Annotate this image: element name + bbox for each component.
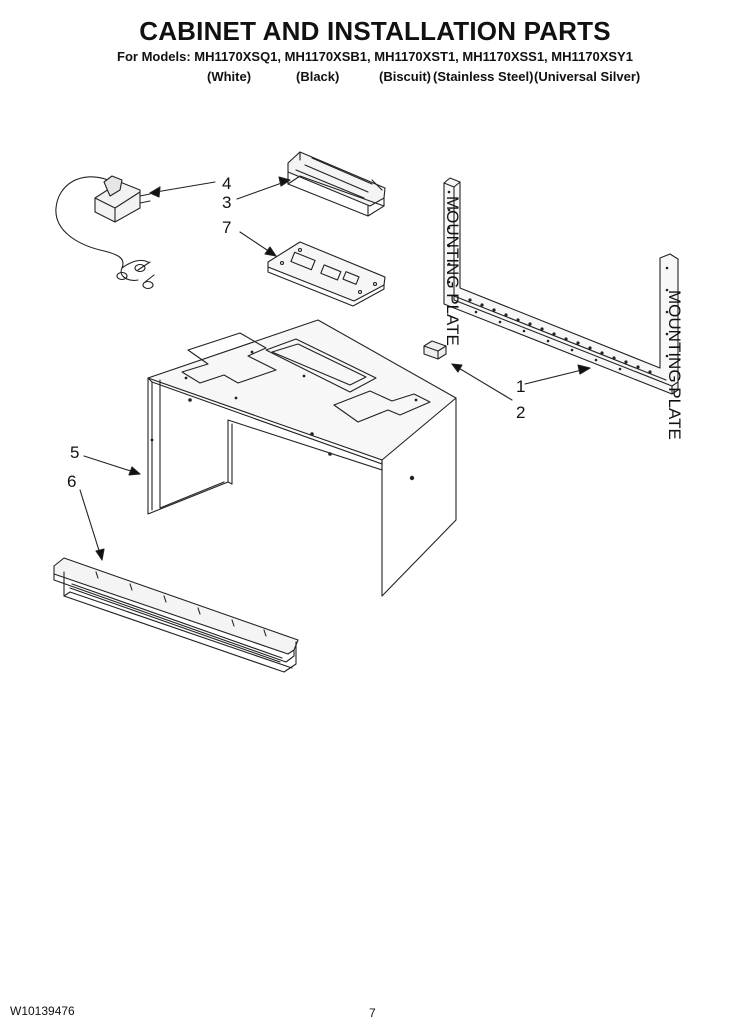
callout-1: 1 [516, 377, 525, 396]
models-line: For Models: MH1170XSQ1, MH1170XSB1, MH11… [117, 49, 633, 64]
vent-latch-part [287, 151, 386, 217]
color-stainless-steel: (Stainless Steel) [433, 69, 534, 84]
page-title: CABINET AND INSTALLATION PARTS [139, 16, 611, 46]
color-universal-silver: (Universal Silver) [534, 69, 641, 84]
callout-leaders [79, 176, 591, 561]
callout-3: 3 [222, 193, 231, 212]
callout-6: 6 [67, 472, 76, 491]
color-black: (Black) [296, 69, 340, 84]
grille-strip-part [53, 557, 299, 673]
color-biscuit: (Biscuit) [379, 69, 431, 84]
power-cord-part [55, 175, 155, 290]
document-number: W10139476 [10, 1004, 75, 1018]
page-number: 7 [369, 1006, 376, 1020]
callout-7: 7 [222, 218, 231, 237]
cabinet-part [147, 319, 457, 597]
color-white: (White) [207, 69, 252, 84]
mounting-plate-part [443, 177, 679, 395]
mounting-plate-label-2: MOUNTING PLATE [443, 196, 462, 346]
mounting-plate-label: MOUNTING PLATE [665, 290, 684, 440]
mounting-bracket-part [267, 241, 386, 307]
clip-part [423, 340, 447, 360]
callout-5: 5 [70, 443, 79, 462]
callout-4: 4 [222, 174, 231, 193]
callout-2: 2 [516, 403, 525, 422]
